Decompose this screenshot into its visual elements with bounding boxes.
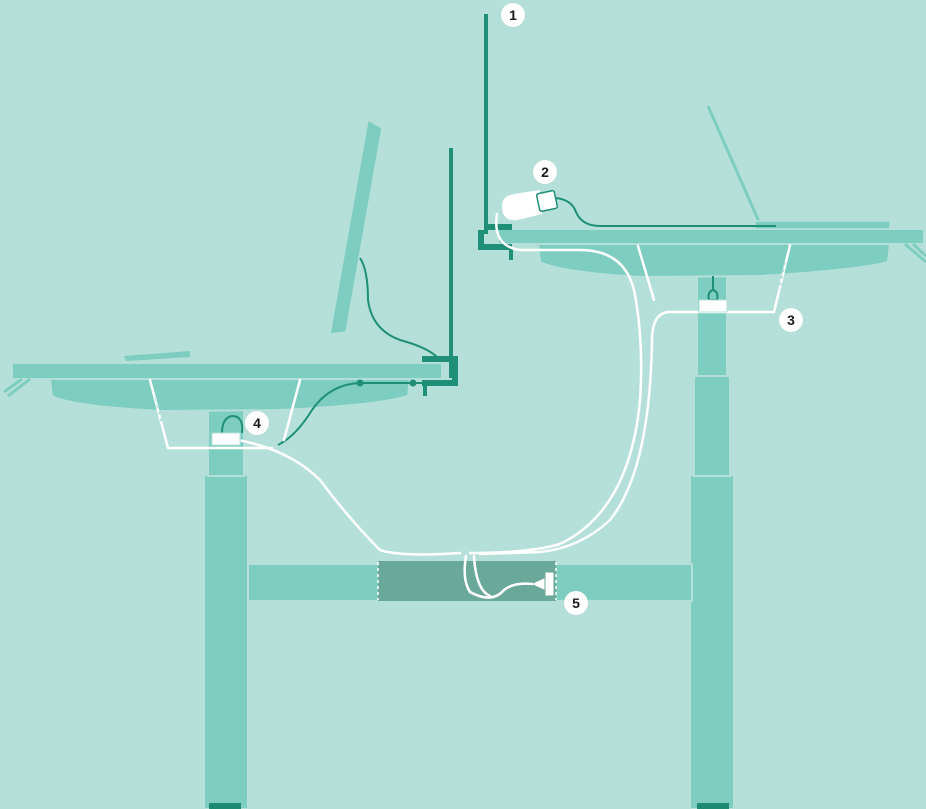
adapter-to-tray-cable-2 [478,310,670,556]
left-desk-support-right [282,378,302,442]
right-monitor-arm-pole [484,14,488,234]
power-adapter-plug [535,189,559,213]
right-desk-underframe [536,243,892,279]
callout-4: 4 [245,411,269,435]
left-hanger-dashes [155,397,163,425]
left-desk-leg-lower [203,474,249,809]
left-monitor-arm-clamp [422,356,458,386]
cable-tray [378,561,556,601]
cable-tray-outline [377,562,557,600]
monitor-arms [422,14,513,396]
right-desk-support-left [636,244,656,302]
right-desk-leg-upper [696,275,728,377]
left-desk-cable-hanger [148,378,274,450]
crossbar-group [245,561,693,602]
right-desk [497,105,926,809]
right-desk-leg-lower [689,474,735,809]
right-desk-foot [697,803,729,809]
left-laptop-screen [329,118,383,335]
tray-loop-cable [463,554,534,599]
left-clip-cable [221,414,244,434]
tray-cross-cable [472,554,492,598]
right-desk-leg-middle [693,375,731,477]
power-strip-plug [532,578,545,590]
cable-clip-dot-2 [409,379,417,387]
callout-2: 2 [533,160,557,184]
power-strip-socket [544,571,555,597]
callout-5: 5 [564,591,588,615]
right-desk-top [497,228,925,245]
left-desk [3,118,443,809]
right-clamp-screw [509,250,513,260]
right-hanger-dashes [778,261,786,291]
left-desk-end-bracket [3,377,31,398]
left-clamp-screw [423,386,427,396]
left-keyboard [124,351,190,361]
right-desk-end-bracket [904,242,926,264]
left-desk-top [11,362,443,380]
left-monitor-arm-pole [449,148,453,378]
left-monitor-cable [359,257,441,361]
left-clip-box [211,432,241,446]
left-desk-foot [209,803,241,809]
dark-cables [221,197,776,446]
right-laptop-screen [706,105,762,225]
left-clip-to-tray-cable [236,438,462,556]
right-clip-box [698,299,728,313]
white-cables [148,212,792,599]
cable-clip-dot-1 [356,379,364,387]
left-laptop-stand [330,239,389,363]
white-hardware [155,189,786,446]
callout-1: 1 [501,3,525,27]
right-laptop-power-cable [555,197,776,227]
callout-3: 3 [779,308,803,332]
adapter-to-tray-cable-1 [468,212,643,555]
power-adapter-brick [502,190,542,221]
left-under-desk-cable [277,382,422,446]
left-desk-underframe [48,378,412,413]
